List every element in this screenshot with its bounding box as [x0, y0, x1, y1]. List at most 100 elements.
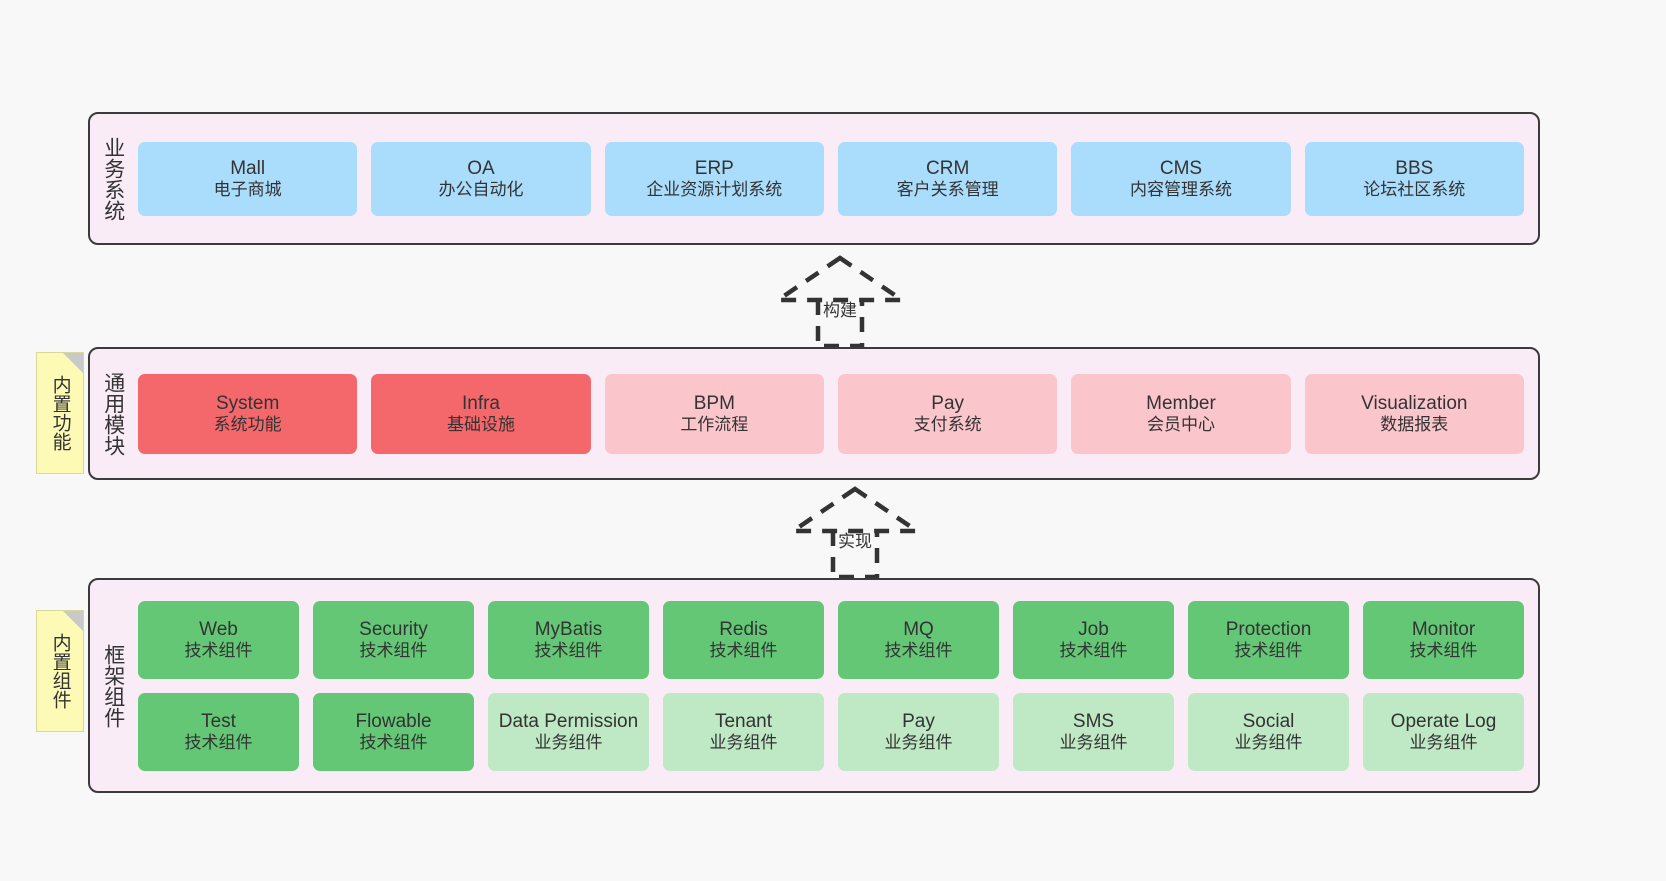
card-subtitle: 技术组件: [184, 732, 253, 752]
card-subtitle: 办公自动化: [438, 179, 524, 199]
layer-label-business: 业务系统: [101, 136, 125, 221]
card-subtitle: 技术组件: [184, 640, 253, 660]
card-title: Redis: [719, 618, 768, 640]
card-title: Visualization: [1361, 392, 1468, 414]
connector-implement: 实现: [775, 483, 935, 579]
card-subtitle: 业务组件: [884, 732, 953, 752]
card-subtitle: 业务组件: [534, 732, 603, 752]
card-mybatis[interactable]: MyBatis 技术组件: [488, 600, 649, 679]
card-subtitle: 支付系统: [913, 414, 982, 434]
card-subtitle: 论坛社区系统: [1363, 179, 1466, 199]
card-subtitle: 业务组件: [1059, 732, 1128, 752]
card-title: CMS: [1159, 157, 1203, 179]
layer-body-framework: Web 技术组件 Security 技术组件 MyBatis 技术组件 Redi…: [136, 580, 1538, 791]
connector-label-build: 构建: [823, 301, 857, 320]
card-erp[interactable]: ERP 企业资源计划系统: [604, 141, 824, 216]
card-title: Job: [1078, 618, 1109, 640]
dashed-generalization-arrow-icon: [785, 486, 925, 579]
card-title: Security: [359, 618, 428, 640]
card-pay-component[interactable]: Pay 业务组件: [838, 692, 999, 771]
layer-body-modules: System 系统功能 Infra 基础设施 BPM 工作流程 Pay 支付系统…: [136, 349, 1538, 478]
card-crm[interactable]: CRM 客户关系管理: [837, 141, 1058, 216]
card-visualization[interactable]: Visualization 数据报表: [1304, 373, 1524, 454]
card-operate-log[interactable]: Operate Log 业务组件: [1363, 692, 1524, 771]
card-title: Pay: [931, 392, 965, 414]
note-text: 内置功能: [49, 375, 71, 451]
card-title: Pay: [902, 710, 935, 732]
card-subtitle: 系统功能: [213, 414, 282, 434]
card-title: Protection: [1225, 618, 1312, 640]
card-subtitle: 技术组件: [359, 732, 428, 752]
layer-framework-components: 框架组件 Web 技术组件 Security 技术组件 MyBatis 技术组件…: [88, 578, 1540, 793]
card-pay-module[interactable]: Pay 支付系统: [837, 373, 1058, 454]
card-subtitle: 技术组件: [1059, 640, 1128, 660]
card-system[interactable]: System 系统功能: [138, 373, 358, 454]
card-title: Member: [1146, 392, 1216, 414]
card-member[interactable]: Member 会员中心: [1071, 373, 1291, 454]
card-sms[interactable]: SMS 业务组件: [1013, 692, 1174, 771]
card-subtitle: 技术组件: [709, 640, 778, 660]
card-oa[interactable]: OA 办公自动化: [371, 141, 591, 216]
card-bbs[interactable]: BBS 论坛社区系统: [1304, 141, 1524, 216]
card-subtitle: 业务组件: [1234, 732, 1303, 752]
layer-business-systems: 业务系统 Mall 电子商城 OA 办公自动化 ERP 企业资源计划系统 CRM…: [88, 112, 1540, 245]
card-mall[interactable]: Mall 电子商城: [138, 141, 358, 216]
card-security[interactable]: Security 技术组件: [313, 600, 474, 679]
note-builtin-components: 内置组件: [36, 610, 84, 732]
card-data-permission[interactable]: Data Permission 业务组件: [488, 692, 649, 771]
card-redis[interactable]: Redis 技术组件: [663, 600, 824, 679]
card-mq[interactable]: MQ 技术组件: [838, 600, 999, 679]
card-title: OA: [467, 157, 495, 179]
card-subtitle: 技术组件: [1409, 640, 1478, 660]
card-title: MyBatis: [534, 618, 603, 640]
card-job[interactable]: Job 技术组件: [1013, 600, 1174, 679]
note-builtin-functions: 内置功能: [36, 352, 84, 474]
layer-common-modules: 通用模块 System 系统功能 Infra 基础设施 BPM 工作流程 Pay…: [88, 347, 1540, 480]
card-row: Web 技术组件 Security 技术组件 MyBatis 技术组件 Redi…: [138, 600, 1524, 679]
card-title: Monitor: [1411, 618, 1476, 640]
connector-label-implement: 实现: [838, 532, 872, 551]
card-bpm[interactable]: BPM 工作流程: [604, 373, 824, 454]
card-subtitle: 工作流程: [680, 414, 749, 434]
card-protection[interactable]: Protection 技术组件: [1188, 600, 1349, 679]
card-title: Data Permission: [498, 710, 639, 732]
card-infra[interactable]: Infra 基础设施: [371, 373, 591, 454]
card-row: Mall 电子商城 OA 办公自动化 ERP 企业资源计划系统 CRM 客户关系…: [138, 141, 1524, 216]
card-web[interactable]: Web 技术组件: [138, 600, 299, 679]
card-subtitle: 业务组件: [709, 732, 778, 752]
card-title: Tenant: [714, 710, 773, 732]
card-title: Mall: [230, 157, 266, 179]
card-test[interactable]: Test 技术组件: [138, 692, 299, 771]
card-monitor[interactable]: Monitor 技术组件: [1363, 600, 1524, 679]
layer-label-modules: 通用模块: [101, 371, 125, 456]
card-subtitle: 业务组件: [1409, 732, 1478, 752]
card-social[interactable]: Social 业务组件: [1188, 692, 1349, 771]
card-title: ERP: [694, 157, 734, 179]
card-subtitle: 内容管理系统: [1129, 179, 1232, 199]
card-subtitle: 电子商城: [213, 179, 282, 199]
dashed-generalization-arrow-icon: [770, 255, 910, 348]
card-subtitle: 技术组件: [359, 640, 428, 660]
card-title: SMS: [1072, 710, 1115, 732]
card-title: Infra: [461, 392, 500, 414]
card-subtitle: 企业资源计划系统: [646, 179, 783, 199]
note-text: 内置组件: [49, 633, 71, 709]
connector-build: 构建: [760, 252, 920, 348]
card-title: Operate Log: [1390, 710, 1497, 732]
card-title: BPM: [693, 392, 735, 414]
card-row: System 系统功能 Infra 基础设施 BPM 工作流程 Pay 支付系统…: [138, 373, 1524, 454]
card-title: Social: [1242, 710, 1295, 732]
card-subtitle: 客户关系管理: [896, 179, 999, 199]
layer-label-framework: 框架组件: [101, 643, 125, 728]
card-title: BBS: [1395, 157, 1434, 179]
layer-body-business: Mall 电子商城 OA 办公自动化 ERP 企业资源计划系统 CRM 客户关系…: [136, 114, 1538, 243]
card-flowable[interactable]: Flowable 技术组件: [313, 692, 474, 771]
card-subtitle: 技术组件: [534, 640, 603, 660]
card-subtitle: 技术组件: [884, 640, 953, 660]
card-tenant[interactable]: Tenant 业务组件: [663, 692, 824, 771]
card-title: System: [215, 392, 280, 414]
card-cms[interactable]: CMS 内容管理系统: [1071, 141, 1291, 216]
card-title: Web: [199, 618, 238, 640]
card-title: Test: [201, 710, 236, 732]
